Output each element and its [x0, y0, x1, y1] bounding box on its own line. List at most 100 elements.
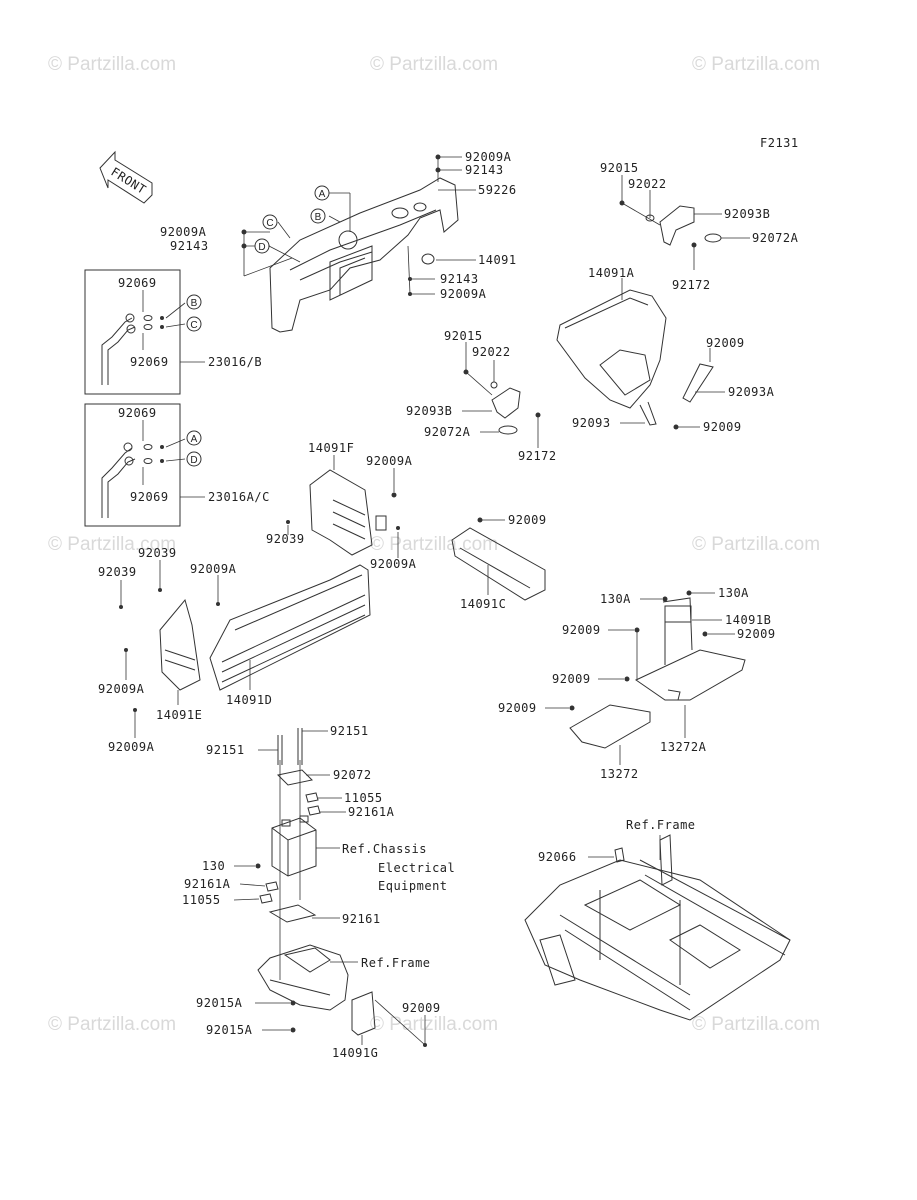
chassis-frame: [524, 834, 791, 1021]
part-label: 92069: [130, 490, 169, 504]
part-label: 92172: [672, 278, 711, 292]
part-label: 92022: [472, 345, 511, 359]
part-label: 23016/B: [208, 355, 262, 369]
svg-text:B: B: [315, 212, 322, 223]
part-label: 92015: [444, 329, 483, 343]
battery-assembly: [255, 728, 321, 980]
part-label: 92009A: [440, 287, 487, 301]
frame-section-lower: [257, 944, 427, 1047]
part-label: 92161A: [184, 877, 231, 891]
part-label: 92009A: [160, 225, 207, 239]
callout-b: B: [310, 208, 326, 224]
part-label: 92009: [498, 701, 537, 715]
svg-text:B: B: [191, 298, 198, 309]
part-label: 92009: [552, 672, 591, 686]
watermark: © Partzilla.com: [48, 1014, 176, 1035]
svg-text:C: C: [190, 320, 197, 331]
ref-text: Electrical: [378, 861, 455, 875]
callout-b: B: [186, 294, 202, 310]
front-label: FRONT: [108, 165, 148, 197]
part-label: 92015: [600, 161, 639, 175]
part-label: 130: [202, 859, 225, 873]
watermark: © Partzilla.com: [692, 54, 820, 75]
part-label: 92072: [333, 768, 372, 782]
part-label: 92093: [572, 416, 611, 430]
part-label: 92039: [138, 546, 177, 560]
watermark: © Partzilla.com: [692, 534, 820, 555]
part-label: 92161: [342, 912, 381, 926]
front-arrow-icon: FRONT: [99, 150, 153, 204]
watermark: © Partzilla.com: [692, 1014, 820, 1035]
part-label: 92009A: [366, 454, 413, 468]
part-label: 92009A: [465, 150, 512, 164]
part-label: 14091E: [156, 708, 202, 722]
part-label: 92009: [508, 513, 547, 527]
part-label: 92039: [266, 532, 305, 546]
part-label: 92015A: [196, 996, 243, 1010]
part-label: 92009A: [190, 562, 237, 576]
part-label: 92093A: [728, 385, 775, 399]
part-label: 13272: [600, 767, 639, 781]
part-label: 14091D: [226, 693, 272, 707]
panel-14091f: [286, 469, 400, 556]
callout-c: C: [262, 214, 278, 230]
part-label: 23016A/C: [208, 490, 270, 504]
part-label: 92072A: [752, 231, 799, 245]
ref-text: Ref.Frame: [626, 818, 696, 832]
callout-c: C: [186, 316, 202, 332]
part-label: 92151: [206, 743, 245, 757]
part-label: 13272A: [660, 740, 707, 754]
part-label: 92172: [518, 449, 557, 463]
part-label: 11055: [182, 893, 221, 907]
part-label: 92022: [628, 177, 667, 191]
watermark: © Partzilla.com: [370, 1014, 498, 1035]
cable-box-23016b: [84, 269, 181, 395]
svg-text:C: C: [266, 218, 273, 229]
part-label: 92143: [440, 272, 479, 286]
part-label: 130A: [718, 586, 749, 600]
part-label: 14091G: [332, 1046, 378, 1060]
part-label: 92143: [465, 163, 504, 177]
svg-text:D: D: [190, 455, 197, 466]
part-label: 14091C: [460, 597, 506, 611]
part-label: 11055: [344, 791, 383, 805]
bracket-14091c: [451, 517, 546, 601]
callout-a: A: [186, 430, 202, 446]
bracket-92093b-lower: [490, 381, 521, 435]
part-label: 130A: [600, 592, 631, 606]
part-label: 14091A: [588, 266, 635, 280]
part-label: 92072A: [424, 425, 471, 439]
watermark: © Partzilla.com: [370, 534, 498, 555]
watermark-layer: © Partzilla.com © Partzilla.com © Partzi…: [48, 54, 820, 1035]
part-label: 92009A: [98, 682, 145, 696]
callout-a: A: [314, 185, 330, 201]
part-label: 92009: [402, 1001, 441, 1015]
watermark: © Partzilla.com: [48, 534, 176, 555]
svg-text:D: D: [258, 242, 265, 253]
diagram-code: F2131: [760, 136, 799, 150]
part-label: 14091: [478, 253, 517, 267]
part-label: 92009A: [108, 740, 155, 754]
callout-d: D: [254, 238, 270, 254]
part-label: 92143: [170, 239, 209, 253]
dashboard-panel: [269, 177, 459, 333]
part-label: 92093B: [406, 404, 452, 418]
part-label: 92066: [538, 850, 577, 864]
part-label: 92039: [98, 565, 137, 579]
part-label: 92009: [703, 420, 742, 434]
ref-text: Ref.Frame: [361, 956, 431, 970]
part-label: 92009: [706, 336, 745, 350]
ref-text: Equipment: [378, 879, 448, 893]
part-label: 92069: [118, 276, 157, 290]
part-label: 92009: [562, 623, 601, 637]
part-label: 14091F: [308, 441, 354, 455]
part-label: 59226: [478, 183, 517, 197]
part-label: 92009A: [370, 557, 417, 571]
callout-d: D: [186, 451, 202, 467]
part-label: 92069: [118, 406, 157, 420]
watermark: © Partzilla.com: [48, 54, 176, 75]
bracket-14091e: [159, 598, 201, 691]
part-label: 92015A: [206, 1023, 253, 1037]
